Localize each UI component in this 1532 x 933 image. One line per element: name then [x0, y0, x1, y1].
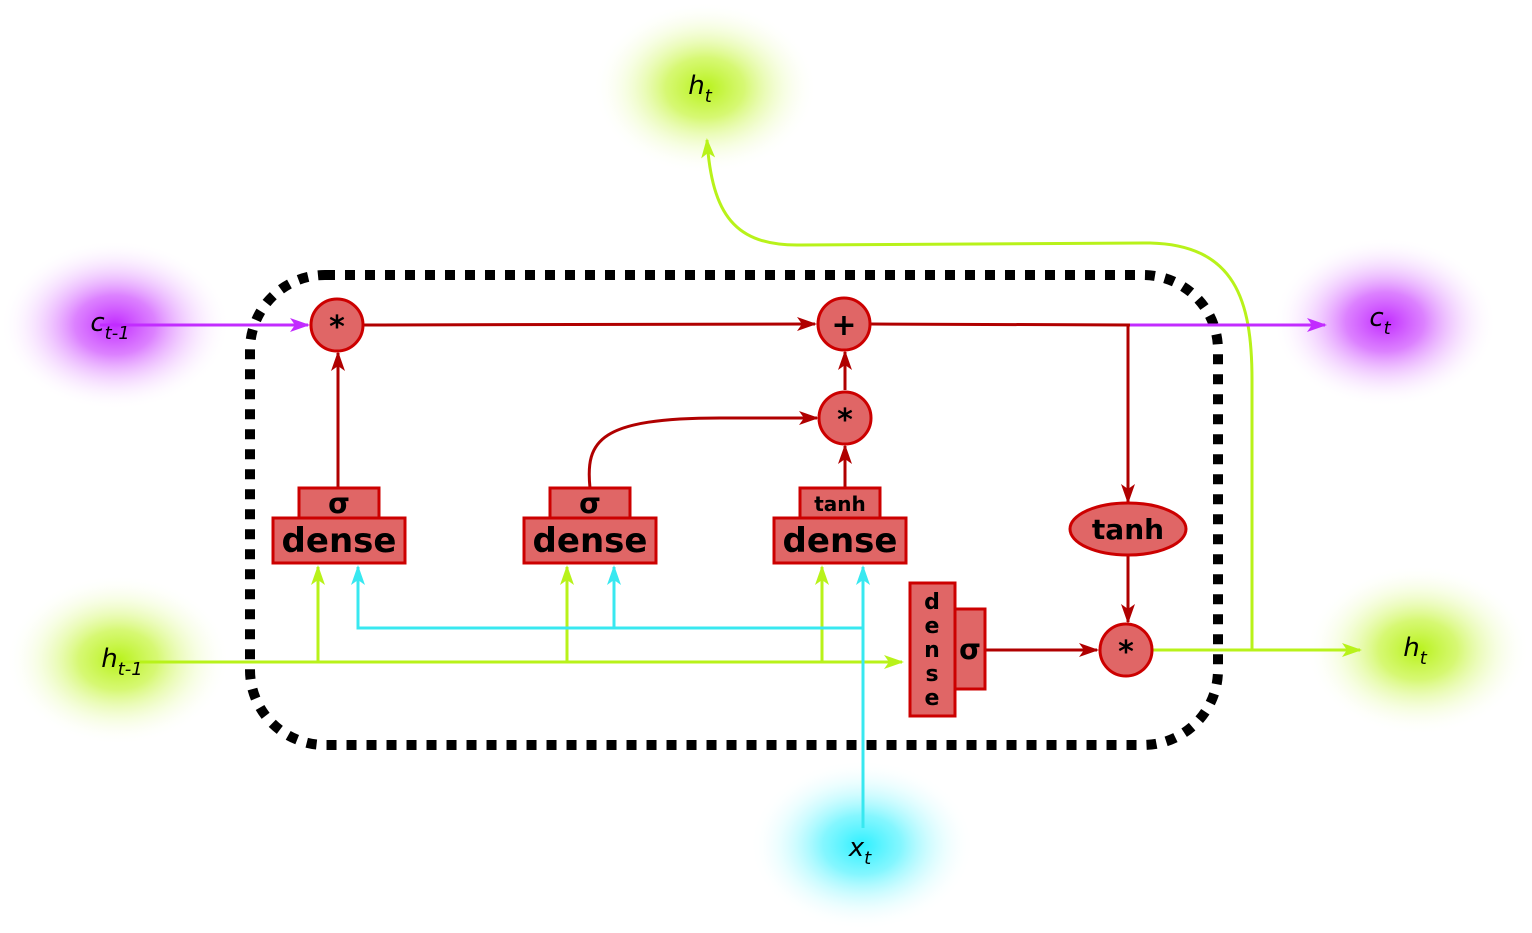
cell-tanh: tanh — [1068, 501, 1188, 557]
forget-mult-op: * — [309, 297, 365, 353]
svg-text:e: e — [925, 686, 940, 711]
svg-text:*: * — [329, 310, 345, 345]
svg-text:+: + — [831, 308, 856, 343]
input-dense-label: dense — [533, 521, 648, 561]
input-mult-op: * — [817, 390, 873, 446]
input-activation: σ — [579, 487, 601, 520]
forget-gate: σ dense — [271, 486, 407, 565]
svg-text:s: s — [925, 662, 938, 687]
h-prev-label: ht-1 — [101, 644, 143, 680]
svg-text:e: e — [925, 614, 940, 639]
output-gate: d e n s e σ — [908, 581, 987, 718]
input-gate: σ dense — [522, 486, 658, 565]
c-prev-label: ct-1 — [90, 308, 129, 344]
output-mult-op: * — [1098, 622, 1154, 678]
cell-border — [245, 270, 1223, 750]
h-out-glow — [1306, 565, 1530, 735]
forget-mult-to-add-arrow — [362, 317, 817, 332]
h-top-label: ht — [688, 71, 712, 107]
add-to-branch-line — [870, 322, 1131, 327]
candidate-dense-label: dense — [783, 521, 898, 561]
candidate-gate: tanh dense — [772, 486, 908, 565]
forget-activation: σ — [328, 487, 350, 520]
h-out-label: ht — [1403, 633, 1427, 669]
input-gate-arrow — [587, 411, 819, 489]
svg-text:*: * — [1118, 635, 1134, 670]
h-top-path — [701, 138, 1254, 650]
c-out-glow — [1273, 237, 1497, 407]
candidate-activation: tanh — [814, 492, 866, 516]
output-activation: σ — [959, 633, 981, 666]
svg-text:n: n — [924, 638, 940, 663]
svg-text:*: * — [837, 403, 853, 438]
c-out-label: ct — [1369, 303, 1391, 339]
h-top-glow — [593, 2, 817, 174]
forget-dense-label: dense — [282, 521, 397, 561]
x-t-glow — [750, 760, 974, 930]
x-t-label: xt — [848, 833, 872, 869]
h-prev-glow — [6, 575, 230, 745]
svg-text:tanh: tanh — [1092, 513, 1164, 546]
svg-text:d: d — [924, 590, 940, 615]
cell-add-op: + — [816, 296, 872, 352]
x-t-bus — [351, 565, 863, 630]
